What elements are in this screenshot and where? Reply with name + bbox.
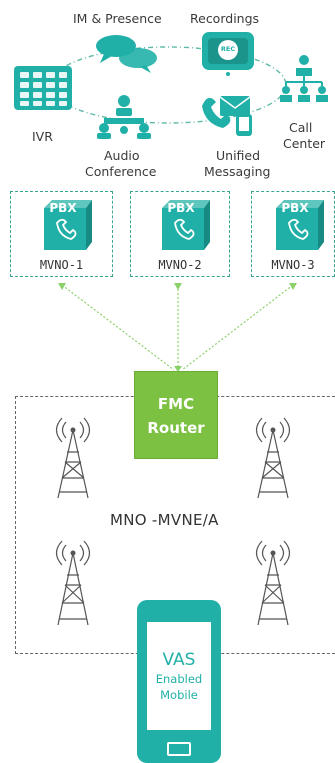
pbx-box-mvno-1: PBX MVNO-1: [10, 191, 113, 277]
chat-bubbles-icon: [96, 35, 157, 73]
org-chart-icon: [280, 55, 328, 102]
vas-mobile-phone: VAS Enabled Mobile: [137, 600, 221, 763]
pbx-cube-icon: [44, 200, 92, 250]
mvno-label: MVNO-1: [39, 258, 84, 272]
fmc-router: FMC Router: [134, 371, 218, 459]
pbx-badge: PBX: [167, 201, 195, 215]
vas-line-1: VAS: [162, 650, 196, 670]
pbx-badge: PBX: [49, 201, 77, 215]
pbx-badge: PBX: [281, 201, 309, 215]
unified-messaging-icon: [202, 96, 252, 136]
cell-tower-icon: [255, 417, 291, 499]
cell-tower-icon: [255, 540, 291, 626]
keypad-icon: [14, 66, 72, 110]
ivr-label: IVR: [32, 129, 53, 144]
mvno-label: MVNO-2: [158, 258, 202, 272]
pbx-cube-icon: [276, 200, 324, 250]
pbx-box-mvno-2: PBX MVNO-2: [130, 191, 230, 277]
rec-badge: REC: [220, 45, 236, 53]
audio-conf-label-2: Conference: [85, 164, 157, 179]
router-line-1: FMC: [157, 395, 195, 413]
pbx-cube-icon: [162, 200, 210, 250]
recordings-label: Recordings: [190, 11, 260, 26]
pbx-router-links: [58, 283, 297, 372]
mno-label: MNO -MVNE/A: [110, 511, 219, 529]
recorder-icon: [202, 32, 254, 76]
call-center-label-2: Center: [283, 136, 326, 151]
audio-conference-icon: [97, 95, 151, 139]
unified-msg-label-2: Messaging: [204, 164, 271, 179]
unified-msg-label-1: Unified: [216, 148, 261, 163]
mvno-label: MVNO-3: [271, 258, 315, 272]
audio-conf-label-1: Audio: [104, 148, 140, 163]
phone-screen: VAS Enabled Mobile: [147, 622, 211, 730]
cell-tower-icon: [55, 417, 91, 499]
home-button-icon: [167, 742, 191, 756]
im-presence-label: IM & Presence: [73, 11, 162, 26]
cell-tower-icon: [55, 540, 91, 626]
vas-line-2: Enabled: [155, 672, 203, 686]
vas-line-3: Mobile: [160, 688, 198, 702]
pbx-box-mvno-3: PBX MVNO-3: [251, 191, 335, 277]
router-line-2: Router: [147, 419, 205, 437]
call-center-label-1: Call: [289, 120, 313, 135]
